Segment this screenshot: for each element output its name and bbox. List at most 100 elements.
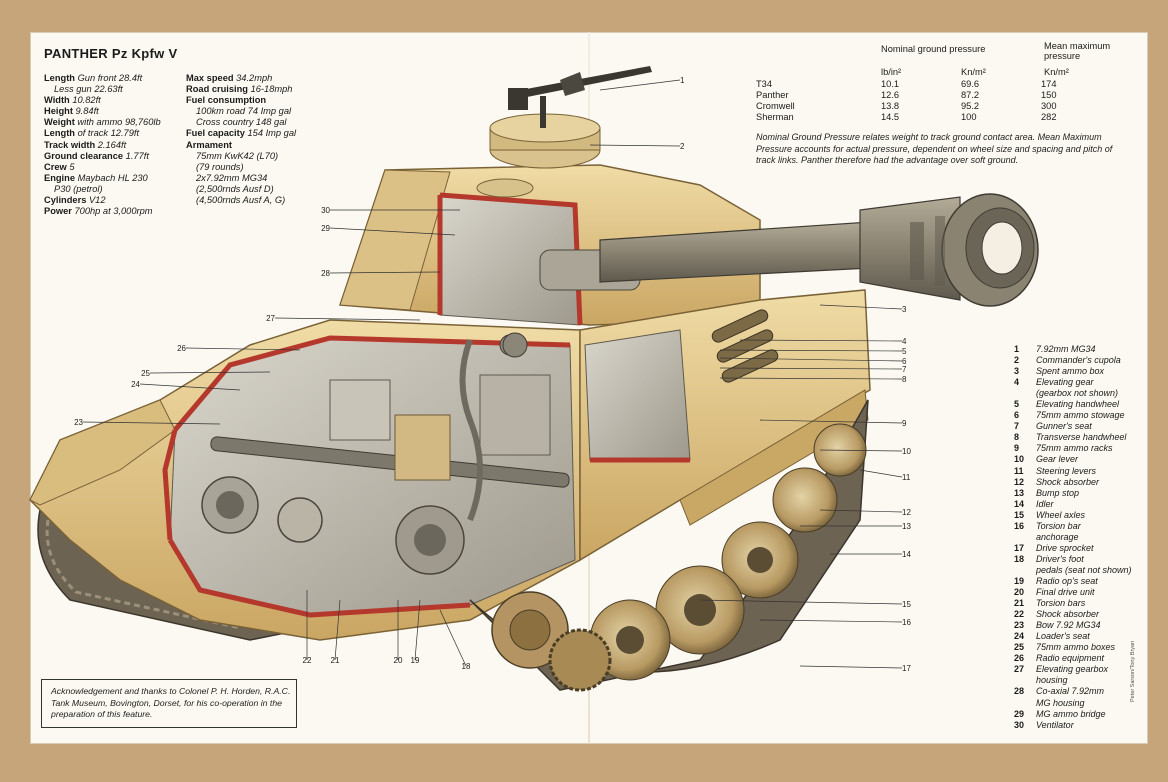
legend-label: Steering levers bbox=[1036, 465, 1097, 476]
legend-label: Elevating handwheel bbox=[1036, 399, 1120, 410]
pressure-header-mean: Mean maximum pressure bbox=[1044, 41, 1111, 61]
legend-number: 27 bbox=[1014, 664, 1025, 675]
legend-label: anchorage bbox=[1036, 531, 1079, 542]
spec-key: Fuel consumption bbox=[186, 95, 267, 106]
callout-number: 8 bbox=[902, 375, 907, 384]
callout-line bbox=[149, 371, 271, 374]
legend-label: Shock absorber bbox=[1036, 609, 1100, 620]
spec-row: Crew 5 bbox=[44, 162, 161, 173]
legend-number: 28 bbox=[1014, 686, 1025, 697]
callout-number: 17 bbox=[902, 664, 911, 673]
spec-row: Height 9.84ft bbox=[44, 106, 161, 117]
legend-label: Shock absorber bbox=[1036, 476, 1100, 487]
spec-key: Engine bbox=[44, 172, 75, 183]
legend-number: 7 bbox=[1014, 421, 1020, 432]
spec-row: Engine Maybach HL 230 bbox=[44, 173, 161, 184]
callout-line bbox=[139, 383, 241, 391]
callout-number: 26 bbox=[177, 344, 186, 353]
legend-label: MG ammo bridge bbox=[1036, 708, 1106, 719]
pressure-note: Nominal Ground Pressure relates weight t… bbox=[756, 132, 1113, 165]
spec-row: Width 10.82ft bbox=[44, 95, 161, 106]
callout-line bbox=[719, 377, 903, 380]
spec-value: with ammo 98,760lb bbox=[74, 117, 161, 128]
legend-label: MG housing bbox=[1036, 697, 1085, 708]
legend-label: Elevating gearbox bbox=[1036, 664, 1109, 675]
callout-number: 29 bbox=[321, 224, 330, 233]
cupola-mg34 bbox=[508, 66, 652, 128]
legend-number bbox=[1014, 565, 1036, 576]
callout-line bbox=[799, 665, 903, 669]
legend-number: 26 bbox=[1014, 653, 1025, 664]
table-cell-kn: 69.6 bbox=[961, 78, 980, 89]
legend-label: Gear lever bbox=[1036, 454, 1079, 465]
table-cell-lb: 13.8 bbox=[881, 100, 900, 111]
road-wheels bbox=[469, 399, 869, 692]
spec-value: (4,500rnds Ausf A, G) bbox=[196, 195, 286, 206]
legend-number: 12 bbox=[1014, 476, 1025, 487]
spec-key: Armament bbox=[186, 139, 232, 150]
spec-row: Road cruising 16-18mph bbox=[186, 84, 296, 95]
table-cell-max: 300 bbox=[1041, 100, 1057, 111]
spec-row: Length of track 12.79ft bbox=[44, 128, 161, 139]
legend-label: Ventilator bbox=[1036, 719, 1074, 730]
legend-label: (gearbox not shown) bbox=[1036, 388, 1119, 399]
legend-label: Loader's seat bbox=[1036, 631, 1090, 642]
callout-line bbox=[819, 509, 903, 513]
legend-number: 8 bbox=[1014, 432, 1020, 443]
spec-value: of track 12.79ft bbox=[74, 128, 140, 139]
legend-number: 5 bbox=[1014, 399, 1020, 410]
artist-credit: Peter Sarson/Tony Bryan bbox=[1130, 640, 1136, 702]
table-cell-lb: 14.5 bbox=[881, 111, 900, 122]
table-cell-name: Sherman bbox=[756, 111, 794, 122]
legend-number bbox=[1014, 675, 1036, 686]
spec-row: Power 700hp at 3,000rpm bbox=[44, 206, 161, 217]
legend-number: 6 bbox=[1014, 410, 1020, 421]
table-cell-kn: 87.2 bbox=[961, 89, 980, 100]
callout-number: 16 bbox=[902, 618, 911, 627]
spec-row: Track width 2.164ft bbox=[44, 140, 161, 151]
legend-label: Commander's cupola bbox=[1036, 355, 1121, 366]
table-cell-lb: 10.1 bbox=[881, 78, 900, 89]
legend-label: Elevating gear bbox=[1036, 377, 1094, 388]
legend-number: 11 bbox=[1014, 465, 1024, 476]
legend-number: 25 bbox=[1014, 642, 1025, 653]
legend-item: MG housing bbox=[1014, 698, 1132, 709]
legend-number: 30 bbox=[1014, 719, 1025, 730]
callout-line bbox=[739, 339, 903, 342]
spec-row: Ground clearance 1.77ft bbox=[44, 151, 161, 162]
callout-leaders: 1234567891011121314151617302928272625242… bbox=[74, 76, 911, 673]
callout-number: 12 bbox=[902, 508, 911, 517]
legend-label: pedals (seat not shown) bbox=[1036, 564, 1132, 575]
callout-line bbox=[334, 599, 341, 661]
spec-key: Length bbox=[44, 73, 75, 83]
callout-number: 7 bbox=[902, 365, 907, 374]
hull-interior-cutaway bbox=[162, 334, 576, 618]
legend-label: Drive sprocket bbox=[1036, 542, 1094, 553]
main-gun-barrel bbox=[599, 193, 1039, 307]
pressure-unit-kn-max: Kn/m² bbox=[1044, 67, 1069, 77]
spec-value: Cross country 148 gal bbox=[196, 117, 287, 128]
legend-label: Spent ammo box bbox=[1036, 366, 1105, 377]
legend-label: 75mm ammo boxes bbox=[1036, 642, 1116, 653]
hull-front bbox=[579, 289, 871, 562]
legend-label: Driver's foot bbox=[1036, 553, 1084, 564]
callout-number: 11 bbox=[902, 473, 911, 482]
spec-value: 2.164ft bbox=[95, 139, 127, 150]
callout-line bbox=[719, 357, 903, 362]
spec-key: Crew bbox=[44, 161, 67, 172]
callout-number: 30 bbox=[321, 206, 330, 215]
